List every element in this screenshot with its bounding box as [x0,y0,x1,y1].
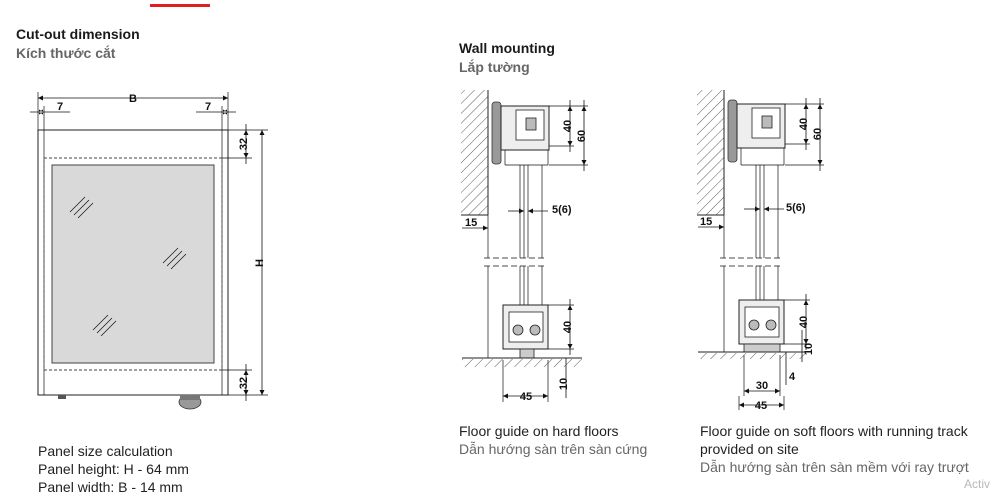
hard-floor-drawing: 40 60 5(6) 15 40 10 45 [461,90,588,403]
dim-B: B [129,93,137,105]
hard-caption-vi: Dẫn hướng sàn trên sàn cứng [459,441,648,457]
hard-dim-45: 45 [520,391,532,403]
cutout-drawing: B 7 7 32 H 32 [30,92,268,410]
glass-panel [51,164,215,364]
dim-bottom-32: 32 [238,377,250,389]
panel-calc-height: Panel height: H - 64 mm [38,461,189,477]
glass-reflection-marks [69,196,187,337]
panel-calc-title: Panel size calculation [38,443,173,459]
dim-left-7: 7 [57,101,63,113]
hard-dim-15: 15 [465,217,477,229]
hard-dim-60: 60 [576,130,588,142]
soft-dim-4: 4 [789,371,796,383]
cutout-title: Cut-out dimension [16,26,140,42]
dim-right-7: 7 [205,101,211,113]
soft-caption-en-1: Floor guide on soft floors with running … [700,423,968,439]
hard-dim-10: 10 [558,378,570,390]
hard-caption-en: Floor guide on hard floors [459,423,619,439]
soft-caption-vi: Dẫn hướng sàn trên sàn mềm với ray trượt [700,459,969,475]
dim-H: H [254,259,266,267]
soft-floor-drawing: 40 60 5(6) 15 40 10 4 30 45 [697,90,824,412]
header-accent-fragment [150,0,260,7]
hard-dim-5: 5(6) [552,204,572,216]
panel-calc-width: Panel width: B - 14 mm [38,479,183,495]
hard-dim-40-top: 40 [562,120,574,132]
soft-dim-60: 60 [812,128,824,140]
soft-dim-10: 10 [803,343,815,355]
cutout-subtitle: Kích thước cắt [16,45,116,61]
soft-dim-40-top: 40 [798,118,810,130]
soft-dim-45: 45 [755,400,767,412]
dim-top-32: 32 [238,138,250,150]
soft-caption-en-2: provided on site [700,441,799,457]
cabinet-frame [37,129,229,396]
top-track-mount [491,101,502,165]
wall-title: Wall mounting [459,40,555,56]
soft-dim-40-bottom: 40 [798,316,810,328]
soft-dim-30: 30 [756,380,768,392]
activation-watermark: Activ [964,477,991,491]
running-track [743,343,781,353]
soft-dim-5: 5(6) [786,202,806,214]
wall-hatch [461,90,488,215]
hard-dim-40-bottom: 40 [562,321,574,333]
soft-dim-15: 15 [700,216,712,228]
wall-subtitle: Lắp tường [459,59,530,75]
